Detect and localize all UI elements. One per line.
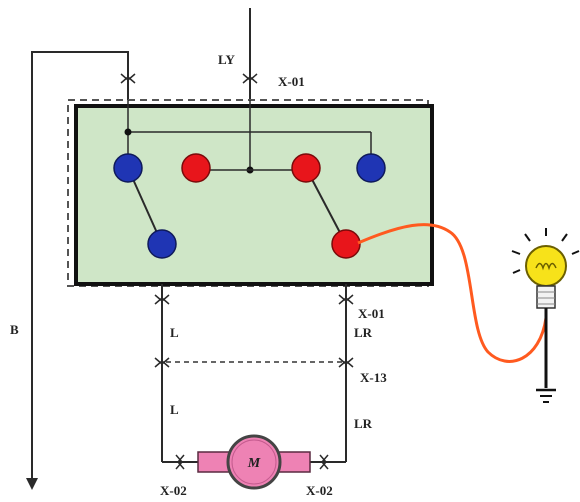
wire-left-upper-label: L — [170, 325, 179, 340]
wire-left-lower-label: L — [170, 402, 179, 417]
lower-wiring — [154, 284, 354, 470]
light-bulb-icon — [511, 228, 580, 388]
connector-bottom-left-label: X-02 — [160, 483, 187, 498]
wire-right-upper-label: LR — [354, 325, 373, 340]
terminal-red-top-right — [291, 153, 321, 183]
terminal-red-top-left — [181, 153, 211, 183]
connector-right-label: X-01 — [358, 306, 385, 321]
top-wire-label: LY — [218, 52, 235, 67]
switch-body — [74, 104, 434, 286]
terminal-blue-top-left — [113, 153, 143, 183]
terminal-red-bottom — [331, 229, 361, 259]
motor-icon — [197, 434, 311, 490]
left-wire-label: B — [10, 322, 19, 337]
top-connector-label: X-01 — [278, 74, 305, 89]
terminal-blue-top-right — [356, 153, 386, 183]
terminal-blue-bottom — [147, 229, 177, 259]
connector-middle-label: X-13 — [360, 370, 387, 385]
motor-label: M — [247, 456, 261, 471]
wire-right-lower-label: LR — [354, 416, 373, 431]
top-left-connector — [120, 52, 136, 100]
connector-bottom-right-label: X-02 — [306, 483, 333, 498]
top-ly-connector — [242, 73, 258, 84]
ground-icon — [536, 388, 556, 403]
lamp-wire — [357, 223, 548, 363]
